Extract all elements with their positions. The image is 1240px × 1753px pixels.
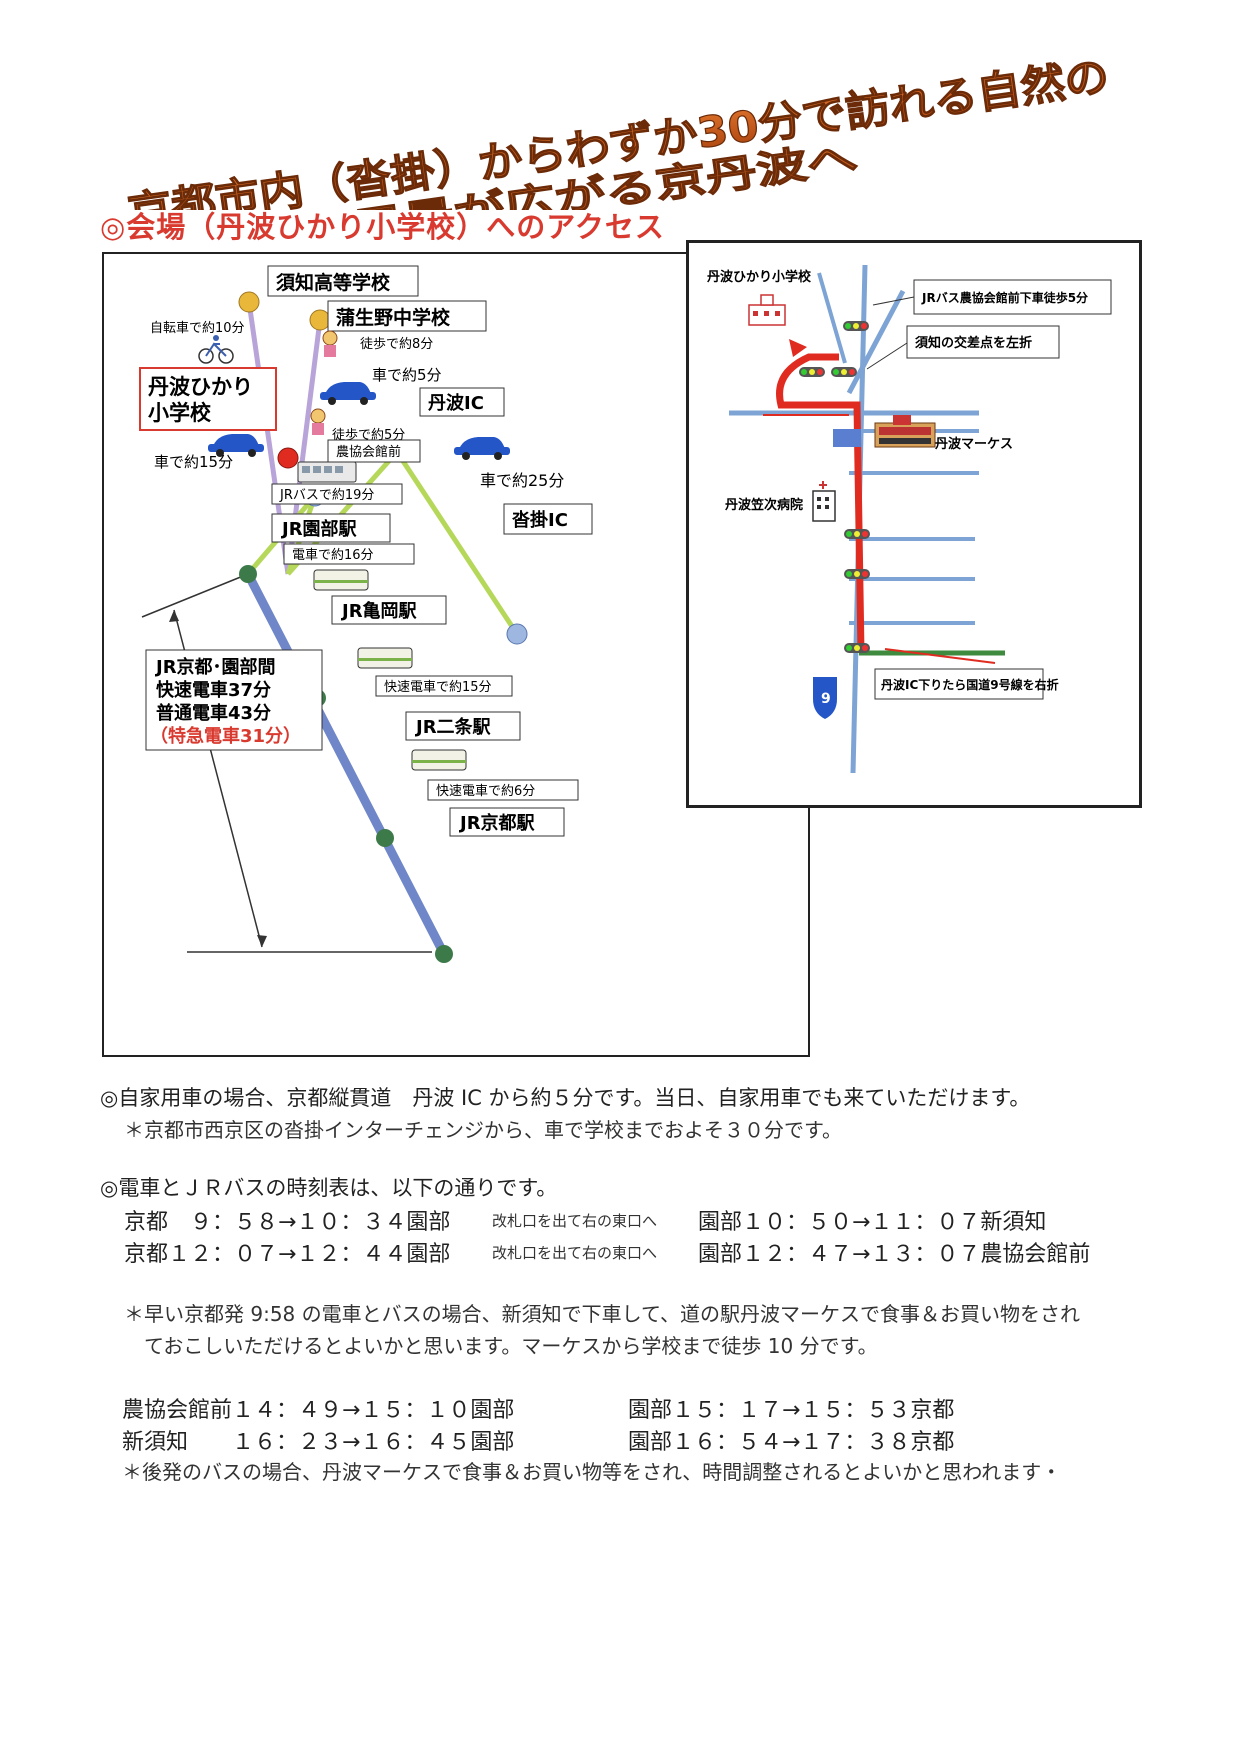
line-ic-kutsukake xyxy=(394,450,520,636)
label-car25: 車で約25分 xyxy=(480,471,564,490)
label-walk5: 徒歩で約5分 xyxy=(332,428,405,443)
route-map: 須知高等学校 蒲生野中学校 自転車で約10分 徒歩で約8分 車で約5分 丹波ひか… xyxy=(139,265,593,963)
hospital-building-icon xyxy=(812,481,836,522)
title-banner: 京都市内（沓掛）からわずか30分で訪れる自然の 原風景が広がる京丹波へ xyxy=(124,51,1112,210)
timetable-row-2-train: 京都１２：０７→１２：４４園部 xyxy=(124,1242,451,1267)
child-walking-icon xyxy=(322,330,338,357)
timetable-row-2-note: 改札口を出て右の東口へ xyxy=(492,1244,658,1262)
label-bus-stop: JRバス農協会館前下車徒歩5分 xyxy=(913,279,1112,315)
label-kameoka-st: JR亀岡駅 xyxy=(331,595,447,625)
return-row-2-bus: 新須知 １６：２３→１６：４５園部 xyxy=(122,1430,515,1455)
timetable-row-1-bus: 園部１０：５０→１１：０７新須知 xyxy=(698,1210,1047,1235)
label-bike: 自転車で約10分 xyxy=(150,321,245,336)
svg-text:JR園部駅: JR園部駅 xyxy=(280,518,358,540)
label-car5: 車で約5分 xyxy=(372,366,442,384)
svg-text:丹波IC: 丹波IC xyxy=(428,392,484,414)
svg-text:須知の交差点を左折: 須知の交差点を左折 xyxy=(914,335,1032,351)
svg-text:（特急電車31分）: （特急電車31分） xyxy=(150,725,301,747)
svg-text:電車で約16分: 電車で約16分 xyxy=(292,548,374,563)
svg-text:JR京都駅: JR京都駅 xyxy=(458,812,536,834)
node-nijo xyxy=(376,829,394,847)
rail-line xyxy=(244,571,448,957)
timetable-row-1-train: 京都 ９：５８→１０：３４園部 xyxy=(124,1210,451,1235)
bicycle-icon xyxy=(198,335,234,364)
car-icon-2 xyxy=(208,434,264,457)
child-walking-icon-2 xyxy=(310,408,326,435)
svg-text:快速電車で約15分: 快速電車で約15分 xyxy=(384,680,492,695)
svg-text:9: 9 xyxy=(821,691,831,707)
late-note: ＊後発のバスの場合、丹波マーケスで食事＆お買い物等をされ、時間調整されるとよいか… xyxy=(122,1460,1062,1484)
access-heading: ◎会場（丹波ひかり小学校）へのアクセス xyxy=(100,210,665,244)
bus-icon xyxy=(297,461,357,483)
label-sonobe-st: JR園部駅 xyxy=(271,513,391,543)
return-row-1-bus: 農協会館前１４：４９→１５：１０園部 xyxy=(122,1398,515,1423)
route-path xyxy=(776,353,865,654)
car-access-line: ◎自家用車の場合、京都縦貫道 丹波 IC から約５分です。当日、自家用車でも来て… xyxy=(100,1086,1031,1110)
svg-text:JR亀岡駅: JR亀岡駅 xyxy=(340,600,418,622)
car-access-note: ＊京都市西京区の沓掛インターチェンジから、車で学校までおよそ３０分です。 xyxy=(124,1118,842,1142)
svg-text:沓掛IC: 沓掛IC xyxy=(511,509,568,531)
svg-text:JR二条駅: JR二条駅 xyxy=(414,716,492,738)
return-row-2-train: 園部１６：５４→１７：３８京都 xyxy=(628,1430,955,1455)
label-rapid6: 快速電車で約6分 xyxy=(427,779,579,801)
train-icon xyxy=(313,569,369,591)
traffic-light-icon xyxy=(843,321,869,331)
timetable-row-1-note: 改札口を出て右の東口へ xyxy=(492,1212,658,1230)
train-icon-2 xyxy=(357,647,413,669)
svg-text:丹波ひかり: 丹波ひかり xyxy=(148,375,253,399)
label-train16: 電車で約16分 xyxy=(283,543,415,565)
svg-text:普通電車43分: 普通電車43分 xyxy=(156,702,271,724)
label-suchi-cross: 須知の交差点を左折 xyxy=(906,325,1060,359)
label-nokyo: 農協会館前 xyxy=(327,439,421,463)
timetable-row-2-bus: 園部１２：４７→１３：０７農協会館前 xyxy=(698,1242,1091,1267)
label-suchi-high: 須知高等学校 xyxy=(267,265,419,297)
early-note-line2: ておこしいただけるとよいかと思います。マーケスから学校まで徒歩 10 分です。 xyxy=(124,1334,878,1358)
svg-text:蒲生野中学校: 蒲生野中学校 xyxy=(336,306,451,329)
label-kyoto-st: JR京都駅 xyxy=(449,807,565,837)
label-car15: 車で約15分 xyxy=(154,453,233,471)
svg-text:快速電車で約6分: 快速電車で約6分 xyxy=(436,784,535,799)
svg-text:快速電車37分: 快速電車37分 xyxy=(156,679,271,701)
node-sonobe xyxy=(239,565,257,583)
node-kyoto xyxy=(435,945,453,963)
label-route9-turn: 丹波IC下りたら国道9号線を右折 xyxy=(874,668,1059,700)
node-kutsukake xyxy=(506,623,528,645)
label-hospital: 丹波笠次病院 xyxy=(725,497,803,513)
svg-text:須知高等学校: 須知高等学校 xyxy=(276,271,391,294)
svg-text:JRバス農協会館前下車徒歩5分: JRバス農協会館前下車徒歩5分 xyxy=(921,290,1088,305)
car-icon-3 xyxy=(454,437,510,460)
node-gamono xyxy=(309,309,331,331)
timetable-intro: ◎電車とＪＲバスの時刻表は、以下の通りです。 xyxy=(100,1176,558,1200)
label-tamba-ic: 丹波IC xyxy=(419,387,505,417)
label-walk8: 徒歩で約8分 xyxy=(360,337,433,352)
car-icon xyxy=(320,382,376,405)
area-map: 丹波ひかり小学校 JRバス農協会館前下車徒歩5分 須知の交差点を左折 丹波マーケ… xyxy=(707,264,1112,774)
svg-text:農協会館前: 農協会館前 xyxy=(336,444,401,460)
early-note-line1: ＊早い京都発 9:58 の電車とバスの場合、新須知で下車して、道の駅丹波マーケス… xyxy=(124,1302,1081,1326)
node-school xyxy=(277,447,299,469)
label-area-school: 丹波ひかり小学校 xyxy=(707,269,812,285)
node-suchi xyxy=(238,291,260,313)
label-kutsukake-ic: 沓掛IC xyxy=(503,503,593,535)
svg-text:JR京都･園部間: JR京都･園部間 xyxy=(154,656,276,678)
label-rapid15: 快速電車で約15分 xyxy=(375,675,513,697)
svg-text:丹波IC下りたら国道9号線を右折: 丹波IC下りたら国道9号線を右折 xyxy=(881,677,1059,692)
return-row-1-train: 園部１５：１７→１５：５３京都 xyxy=(628,1398,955,1423)
label-nijo-st: JR二条駅 xyxy=(405,711,521,741)
label-gamono-jhs: 蒲生野中学校 xyxy=(327,300,487,332)
label-jrbus19: JRバスで約19分 xyxy=(271,483,403,505)
label-school-box: 丹波ひかり 小学校 xyxy=(139,367,277,431)
market-building-icon xyxy=(833,415,936,448)
note-jr-times: JR京都･園部間 快速電車37分 普通電車43分 （特急電車31分） xyxy=(145,649,323,751)
route9-sign-icon: 9 xyxy=(813,677,837,719)
svg-text:小学校: 小学校 xyxy=(148,401,212,425)
school-building-icon xyxy=(748,294,786,326)
train-icon-3 xyxy=(411,749,467,771)
svg-text:JRバスで約19分: JRバスで約19分 xyxy=(279,488,374,503)
label-market: 丹波マーケス xyxy=(935,436,1013,452)
